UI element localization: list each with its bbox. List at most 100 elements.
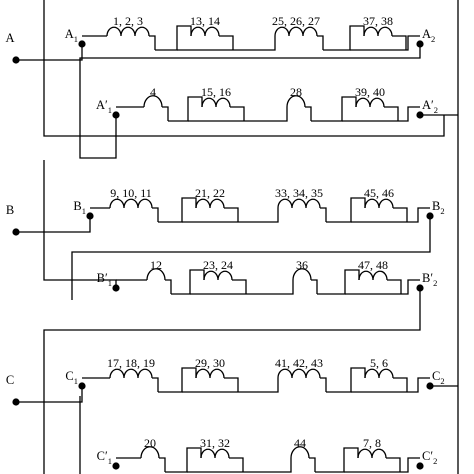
start-terminal xyxy=(112,462,120,470)
coil-group-label: 47, 48 xyxy=(358,258,388,272)
coil-group-label: 23, 24 xyxy=(203,258,233,272)
wire xyxy=(71,216,431,300)
end-terminal-label: A2 xyxy=(422,27,435,44)
coil-group: 44 xyxy=(243,436,316,473)
coil-group-label: 7, 8 xyxy=(363,436,381,450)
coil-icon xyxy=(355,97,385,108)
coil-icon xyxy=(357,448,387,459)
coil-group-label: 1, 2, 3 xyxy=(113,14,143,28)
coil-group: 45, 46 xyxy=(326,186,408,223)
coil-icon xyxy=(364,368,394,379)
wire xyxy=(243,458,292,473)
wire xyxy=(159,457,166,472)
wire xyxy=(229,457,244,472)
coil-group-label: 36 xyxy=(296,258,308,272)
coil-group-label: 12 xyxy=(150,258,162,272)
wire xyxy=(165,279,172,294)
coil-group: 39, 40 xyxy=(311,85,399,122)
wire xyxy=(320,207,327,222)
wire xyxy=(155,25,192,51)
coil-group-label: 15, 16 xyxy=(201,85,231,99)
coil-group-label: 13, 14 xyxy=(190,14,220,28)
wire xyxy=(162,106,169,121)
coil-icon xyxy=(286,95,306,108)
coil-icon xyxy=(201,97,231,108)
coil-group-label: 5, 6 xyxy=(370,356,388,370)
wire xyxy=(311,96,357,122)
coil-icon xyxy=(364,198,394,209)
wire xyxy=(238,208,279,223)
wire xyxy=(407,207,430,223)
coil-group: 36 xyxy=(246,258,318,295)
coil-group: 12 xyxy=(116,258,172,294)
wire xyxy=(43,288,421,336)
coil-icon xyxy=(274,26,318,37)
coil-group-label: 39, 40 xyxy=(355,85,385,99)
coil-group: 28 xyxy=(244,85,312,122)
wire xyxy=(393,377,408,392)
wire xyxy=(305,106,312,121)
phase-input-label: C xyxy=(6,373,14,387)
wire xyxy=(152,377,159,392)
coil-icon xyxy=(190,26,220,37)
coil-group: 4 xyxy=(116,85,169,121)
coil-icon xyxy=(200,448,230,459)
coil-group: 9, 10, 11 xyxy=(90,186,159,222)
coil-group: 25, 26, 27 xyxy=(233,14,324,51)
wire xyxy=(384,106,399,121)
coil-group-label: 45, 46 xyxy=(364,186,394,200)
coil-icon xyxy=(292,268,312,281)
coil-group: 33, 34, 35 xyxy=(238,186,327,223)
wire xyxy=(401,279,420,295)
coil-icon xyxy=(109,368,153,379)
coil-icon xyxy=(146,268,166,281)
wire xyxy=(16,44,83,61)
end-terminal-label: C2 xyxy=(432,369,445,386)
start-terminal-label: A1 xyxy=(65,27,78,44)
coil-group: 37, 38 xyxy=(323,14,407,51)
coil-group-label: 37, 38 xyxy=(363,14,393,28)
wire xyxy=(320,377,327,392)
coil-group-label: 9, 10, 11 xyxy=(110,186,152,200)
start-terminal-label: C′1 xyxy=(97,449,112,466)
wire xyxy=(407,377,430,393)
wire xyxy=(232,279,247,294)
wire xyxy=(244,107,288,122)
coil-group: 23, 24 xyxy=(171,258,247,295)
coil-group: 41, 42, 43 xyxy=(238,356,327,393)
wire xyxy=(309,457,316,472)
coil-icon xyxy=(277,198,321,209)
coil-icon xyxy=(143,95,163,108)
wire xyxy=(165,447,202,473)
wire xyxy=(224,207,239,222)
coil-icon xyxy=(203,270,233,281)
coil-group-label: 29, 30 xyxy=(195,356,225,370)
end-terminal-label: B2 xyxy=(432,199,445,216)
wire xyxy=(398,106,420,122)
coil-group-label: 4 xyxy=(150,85,156,99)
wire xyxy=(152,207,159,222)
coil-group: 21, 22 xyxy=(158,186,239,223)
coil-icon xyxy=(358,270,388,281)
phase-input-label: A xyxy=(5,31,14,45)
phase-input-terminal xyxy=(12,56,20,64)
wire xyxy=(317,269,360,295)
end-terminal xyxy=(416,462,424,470)
coil-group-label: 28 xyxy=(290,85,302,99)
winding-row-A: 1, 2, 3 13, 14 25, 26, 27 37, 38 A1 A2 A xyxy=(5,14,435,64)
coil-group: 31, 32 xyxy=(165,436,244,473)
wire xyxy=(315,447,359,473)
wire xyxy=(386,457,401,472)
wire xyxy=(16,386,83,403)
interconnect-bus xyxy=(43,0,459,474)
start-terminal-label: B1 xyxy=(73,199,86,216)
wire xyxy=(326,197,366,223)
wire xyxy=(238,378,279,393)
end-terminal-label: A′2 xyxy=(422,98,438,115)
wire xyxy=(171,269,205,295)
wire xyxy=(317,35,324,50)
